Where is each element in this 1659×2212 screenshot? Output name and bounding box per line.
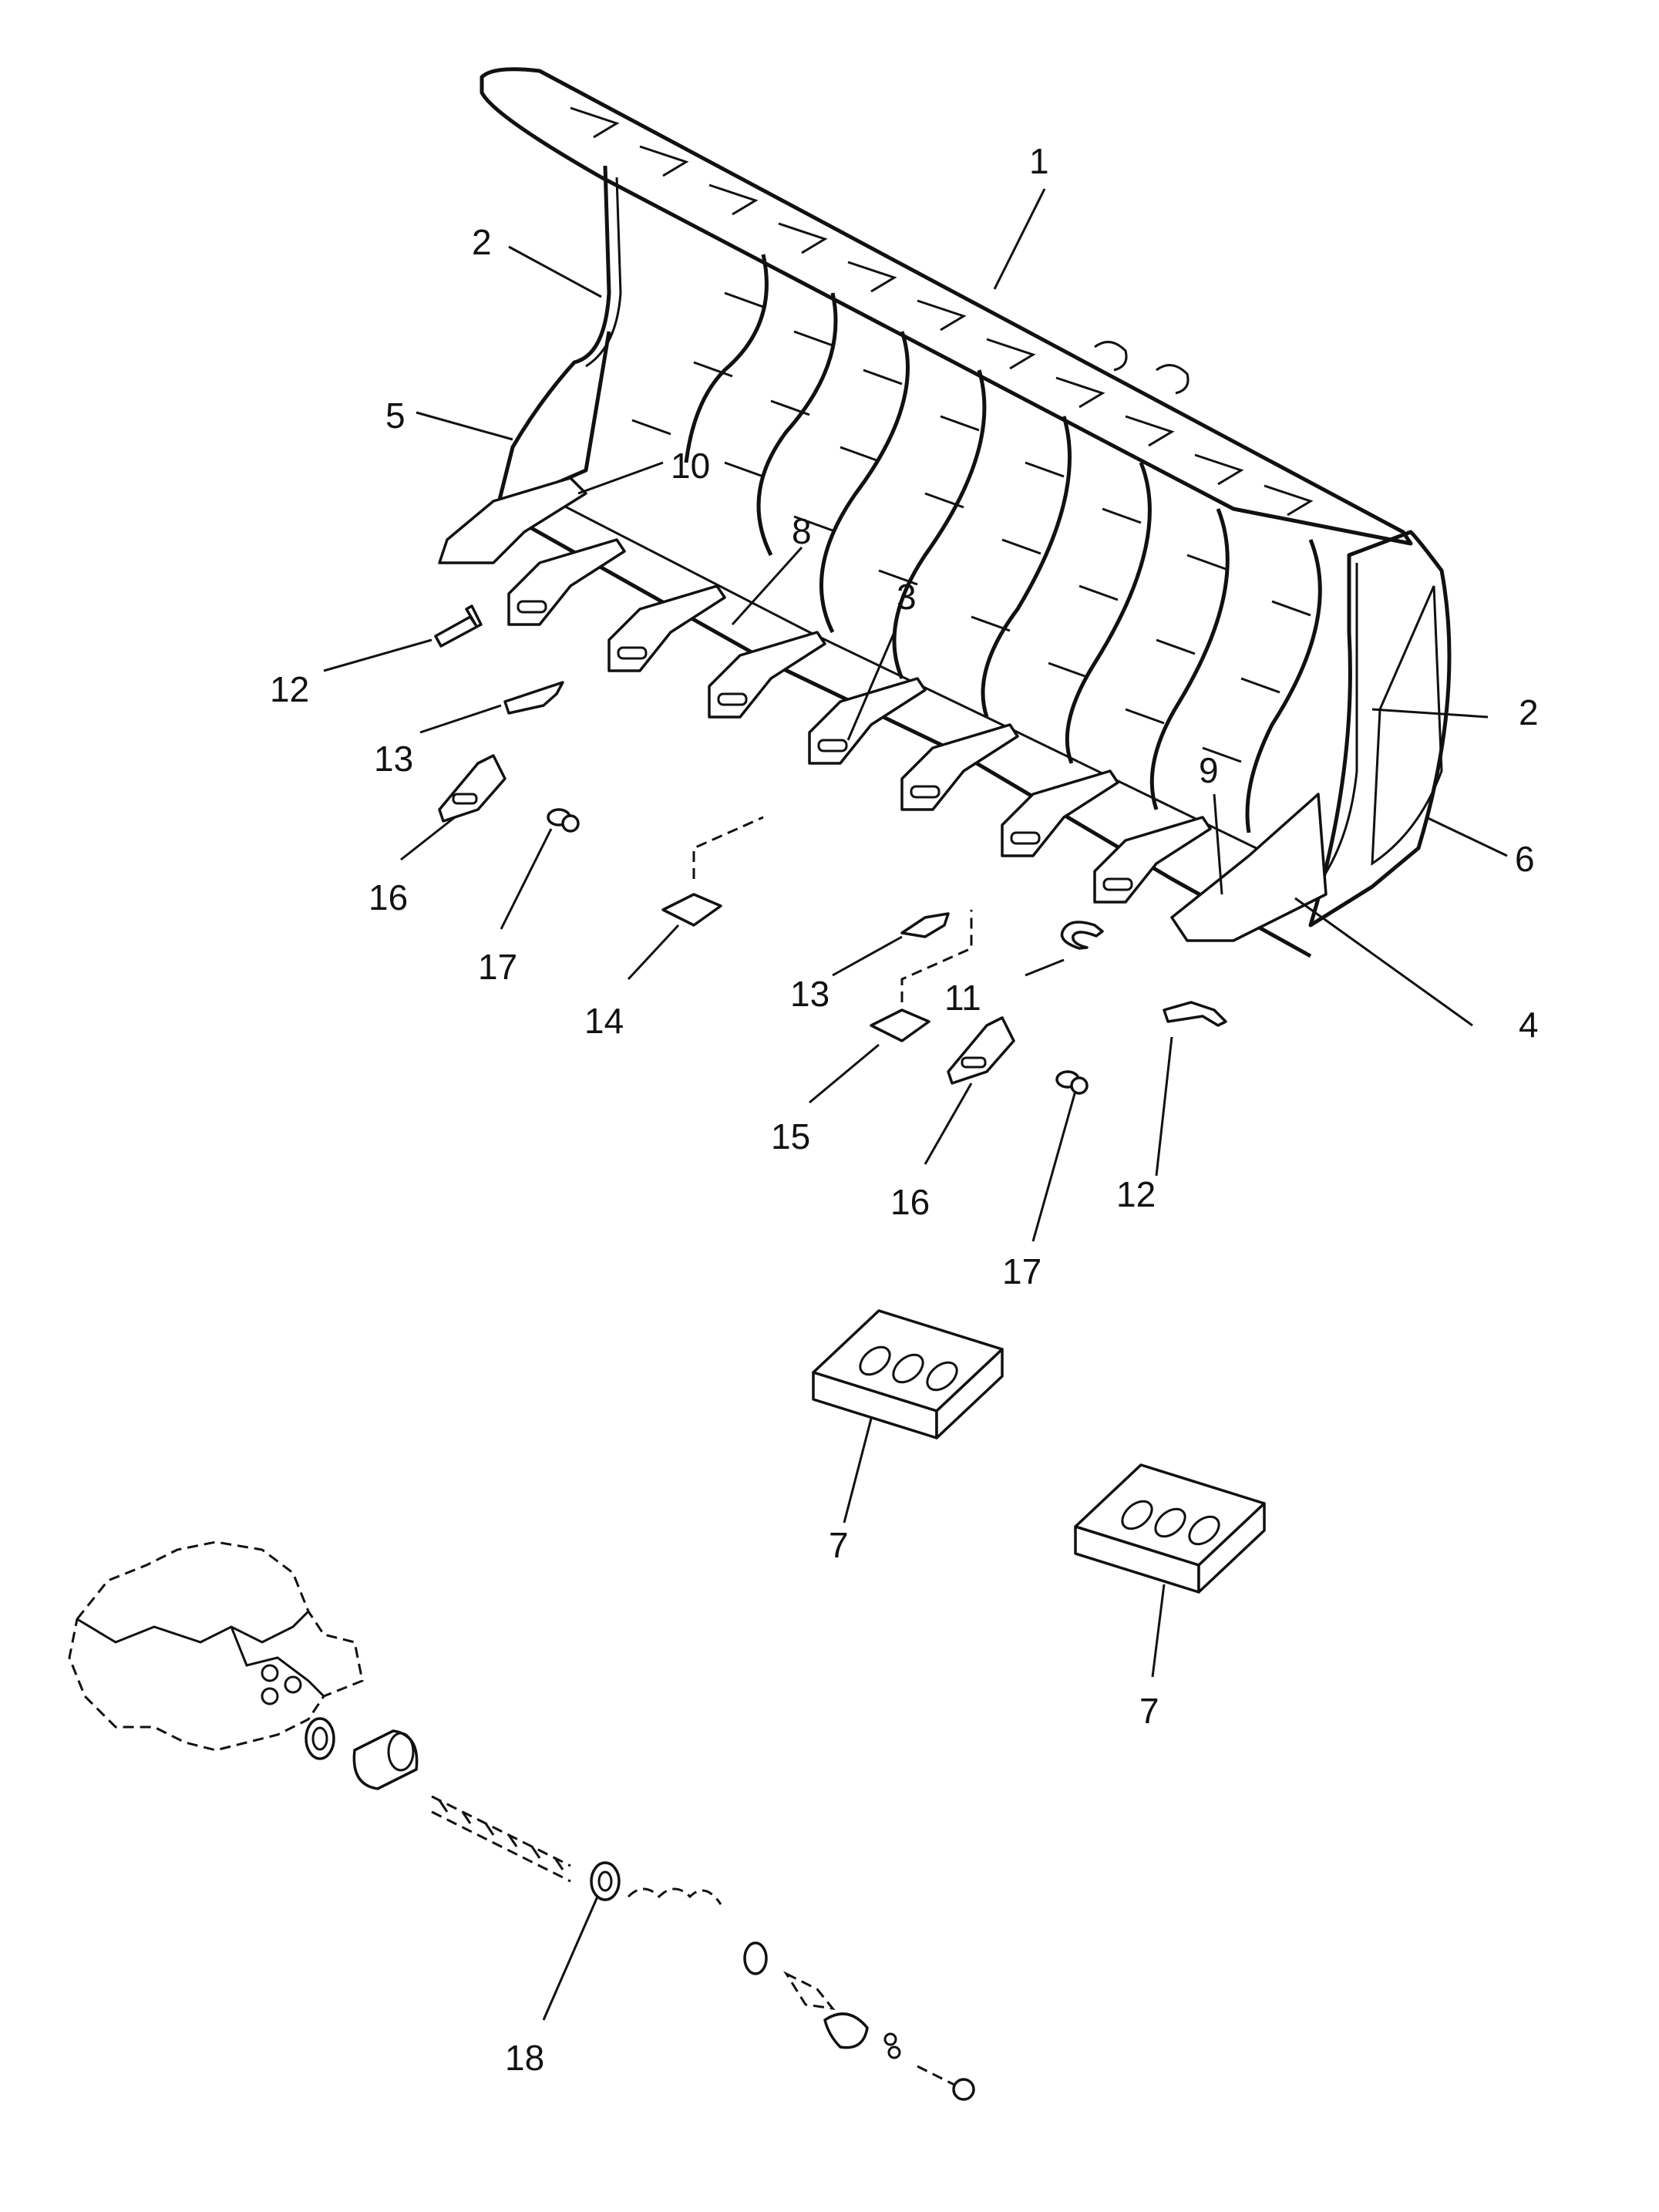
adapter-16-left — [438, 754, 506, 823]
callout-7: 7 — [829, 1525, 849, 1565]
bucket-ribs — [684, 254, 1322, 833]
wear-block-lower — [1074, 1463, 1266, 1594]
pin-12-right — [1163, 1001, 1227, 1027]
right-corner-shroud — [1170, 793, 1328, 942]
washer — [743, 1941, 768, 1975]
wear-block-upper — [812, 1309, 1004, 1439]
plate-14 — [661, 893, 722, 927]
callout-10: 10 — [671, 446, 710, 486]
lock-13-left — [503, 681, 564, 715]
bucket-top-plate — [480, 67, 1413, 546]
callout-14: 14 — [584, 1001, 624, 1041]
bolt-head — [952, 2078, 975, 2101]
callout-11: 11 — [944, 978, 981, 1018]
callout-6: 6 — [1515, 839, 1535, 879]
top-plate-ribs — [570, 106, 1314, 517]
spacer — [782, 1971, 836, 2011]
callout-16: 16 — [368, 877, 408, 917]
bucket-tooth — [708, 631, 826, 719]
bucket-tooth — [1093, 816, 1212, 904]
o-ring — [305, 1717, 335, 1760]
lifting-eye-right — [1156, 364, 1190, 395]
callout-15: 15 — [771, 1116, 810, 1157]
callout-labels: 1 2 2 3 4 5 6 7 7 8 9 10 11 12 12 13 13 … — [270, 141, 1539, 2078]
bucket-tooth — [507, 538, 626, 626]
callout-13: 13 — [790, 974, 830, 1014]
callout-12: 12 — [1116, 1174, 1156, 1214]
adapter-16-right — [947, 1016, 1015, 1085]
bucket-tooth — [607, 584, 726, 672]
lifting-eye-left — [1094, 341, 1128, 372]
callout-7: 7 — [1139, 1691, 1159, 1731]
leader-dash — [692, 816, 764, 879]
callout-4: 4 — [1519, 1005, 1539, 1045]
callout-18: 18 — [505, 2038, 544, 2078]
callout-17: 17 — [1002, 1251, 1042, 1291]
valve-spool — [431, 1795, 571, 1883]
valve-spool-parts — [305, 1717, 975, 2101]
callout-13: 13 — [374, 739, 413, 779]
spring — [627, 1887, 722, 1905]
plate-15 — [870, 1008, 930, 1042]
pin-12-left — [434, 604, 483, 648]
leader-dash — [900, 910, 973, 1002]
left-corner-tooth — [438, 476, 587, 564]
bolt — [917, 2065, 957, 2087]
bucket-teeth — [507, 538, 1212, 904]
lock-13-right — [900, 912, 950, 938]
callout-16: 16 — [890, 1182, 930, 1222]
callout-2: 2 — [1519, 692, 1539, 732]
end-cap — [823, 2012, 869, 2049]
callout-3: 3 — [897, 577, 917, 617]
adapter-slot — [452, 793, 478, 805]
bolt-17-left — [547, 808, 580, 833]
callout-8: 8 — [792, 511, 812, 551]
bucket-floor-line — [539, 492, 1273, 857]
callout-12: 12 — [270, 669, 309, 709]
leader-lines — [323, 188, 1508, 2021]
bucket-cutting-edge — [496, 507, 1312, 958]
bucket-crossbars — [631, 291, 1311, 763]
valve-body — [68, 1540, 364, 1752]
callout-17: 17 — [478, 947, 517, 987]
loose-parts — [434, 604, 1227, 1095]
adapter-slot — [961, 1056, 987, 1069]
left-side-plate — [495, 165, 611, 511]
bucket-tooth — [808, 677, 927, 765]
callout-5: 5 — [385, 396, 405, 436]
callout-1: 1 — [1029, 141, 1049, 181]
valve-sleeve — [352, 1729, 419, 1790]
seal-18 — [590, 1861, 621, 1901]
bucket-tooth — [1001, 769, 1119, 857]
right-side-wear-plate — [1371, 585, 1443, 866]
clamp-11 — [1060, 921, 1104, 950]
callout-9: 9 — [1199, 750, 1219, 790]
right-side-plate — [1308, 530, 1452, 928]
bucket-assembly — [438, 67, 1452, 958]
callout-2: 2 — [472, 222, 492, 262]
left-side-plate-edge — [585, 177, 622, 368]
bolt-17-right — [1055, 1070, 1089, 1095]
bucket-tooth — [900, 723, 1019, 811]
